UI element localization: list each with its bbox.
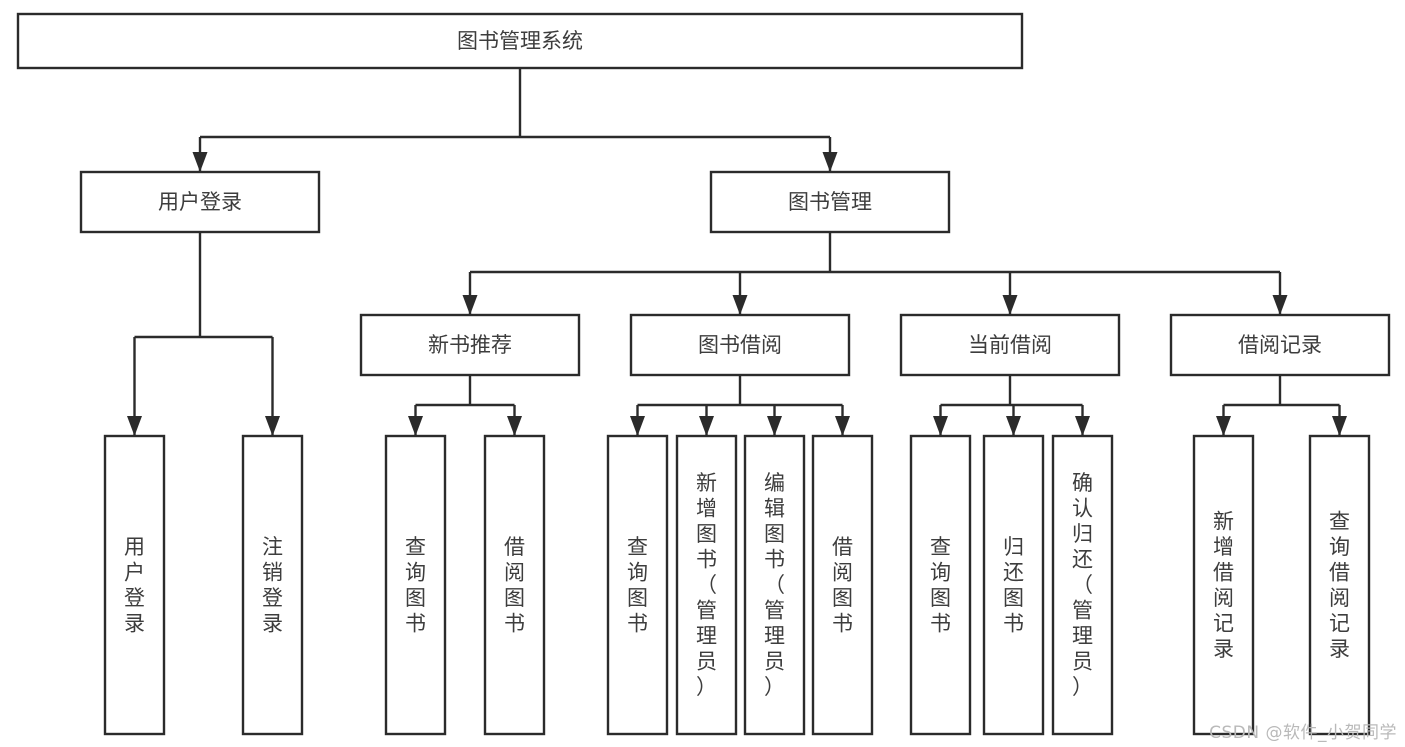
node-leaf9[interactable]: 查询图书 — [909, 434, 972, 736]
node-newbook[interactable]: 新书推荐 — [359, 313, 581, 377]
node-box-leaf13[interactable] — [1308, 434, 1371, 736]
node-label-leaf3: 查询图书 — [405, 535, 426, 636]
node-leaf5[interactable]: 查询图书 — [606, 434, 669, 736]
node-box-records[interactable] — [1169, 313, 1391, 377]
node-label-leaf1: 用户登录 — [124, 535, 145, 636]
node-root[interactable]: 图书管理系统 — [16, 12, 1024, 70]
node-label-leaf12: 新增借阅记录 — [1213, 509, 1234, 661]
node-leaf4[interactable]: 借阅图书 — [483, 434, 546, 736]
node-bookmgmt[interactable]: 图书管理 — [709, 170, 951, 234]
node-label-leaf2: 注销登录 — [262, 535, 283, 636]
node-box-newbook[interactable] — [359, 313, 581, 377]
node-box-borrow[interactable] — [629, 313, 851, 377]
node-label-leaf8: 借阅图书 — [832, 535, 853, 636]
node-layer: 图书管理系统用户登录图书管理新书推荐图书借阅当前借阅借阅记录用户登录注销登录查询… — [16, 12, 1391, 736]
csdn-watermark: CSDN @软件_小贺同学 — [1209, 723, 1397, 743]
node-box-root[interactable] — [16, 12, 1024, 70]
connector-newbook — [408, 375, 522, 436]
node-box-leaf7[interactable] — [743, 434, 806, 736]
node-label-current: 当前借阅 — [968, 333, 1052, 357]
node-box-leaf9[interactable] — [909, 434, 972, 736]
node-leaf11[interactable]: 确认归还（管理员） — [1051, 434, 1114, 736]
node-label-leaf13: 查询借阅记录 — [1329, 509, 1350, 661]
node-label-borrow: 图书借阅 — [698, 333, 782, 357]
node-label-leaf6: 新增图书（管理员） — [696, 471, 717, 699]
connector-layer — [127, 68, 1347, 436]
node-borrow[interactable]: 图书借阅 — [629, 313, 851, 377]
node-box-leaf1[interactable] — [103, 434, 166, 736]
node-records[interactable]: 借阅记录 — [1169, 313, 1391, 377]
node-label-leaf4: 借阅图书 — [504, 535, 525, 636]
node-box-leaf10[interactable] — [982, 434, 1045, 736]
node-leaf8[interactable]: 借阅图书 — [811, 434, 874, 736]
node-leaf7[interactable]: 编辑图书（管理员） — [743, 434, 806, 736]
node-label-bookmgmt: 图书管理 — [788, 190, 872, 214]
node-box-leaf4[interactable] — [483, 434, 546, 736]
node-label-login: 用户登录 — [158, 190, 242, 214]
node-box-leaf11[interactable] — [1051, 434, 1114, 736]
connector-records — [1216, 375, 1347, 436]
node-box-leaf5[interactable] — [606, 434, 669, 736]
node-label-root: 图书管理系统 — [457, 29, 583, 53]
node-box-leaf12[interactable] — [1192, 434, 1255, 736]
connector-borrow — [630, 375, 850, 436]
node-label-leaf5: 查询图书 — [627, 535, 648, 636]
node-current[interactable]: 当前借阅 — [899, 313, 1121, 377]
node-label-leaf10: 归还图书 — [1003, 535, 1024, 636]
node-box-leaf8[interactable] — [811, 434, 874, 736]
node-box-leaf2[interactable] — [241, 434, 304, 736]
connector-root — [192, 68, 838, 172]
node-leaf2[interactable]: 注销登录 — [241, 434, 304, 736]
connector-current — [933, 375, 1090, 436]
node-label-records: 借阅记录 — [1238, 333, 1322, 357]
node-label-newbook: 新书推荐 — [428, 333, 512, 357]
node-box-leaf3[interactable] — [384, 434, 447, 736]
node-box-bookmgmt[interactable] — [709, 170, 951, 234]
node-box-leaf6[interactable] — [675, 434, 738, 736]
node-box-current[interactable] — [899, 313, 1121, 377]
node-label-leaf7: 编辑图书（管理员） — [764, 471, 785, 699]
node-label-leaf9: 查询图书 — [930, 535, 951, 636]
node-label-leaf11: 确认归还（管理员） — [1072, 471, 1093, 699]
node-leaf1[interactable]: 用户登录 — [103, 434, 166, 736]
connector-bookmgmt — [462, 232, 1288, 315]
node-leaf10[interactable]: 归还图书 — [982, 434, 1045, 736]
node-login[interactable]: 用户登录 — [79, 170, 321, 234]
node-leaf6[interactable]: 新增图书（管理员） — [675, 434, 738, 736]
node-box-login[interactable] — [79, 170, 321, 234]
node-leaf12[interactable]: 新增借阅记录 — [1192, 434, 1255, 736]
node-leaf3[interactable]: 查询图书 — [384, 434, 447, 736]
connector-login — [127, 232, 280, 436]
node-leaf13[interactable]: 查询借阅记录 — [1308, 434, 1371, 736]
